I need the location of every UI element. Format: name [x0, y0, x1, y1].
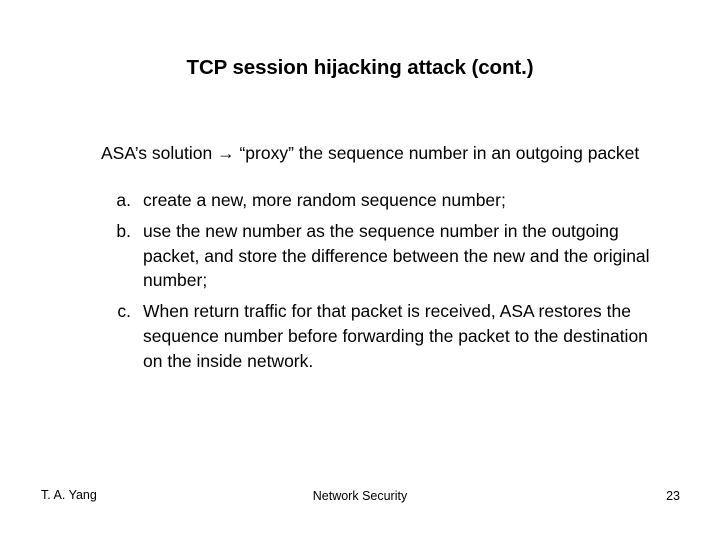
slide-body: ASA’s solution → “proxy” the sequence nu…	[101, 141, 671, 380]
sub-list: a. create a new, more random sequence nu…	[101, 188, 671, 374]
lead-paragraph: ASA’s solution → “proxy” the sequence nu…	[101, 141, 671, 166]
list-item-text: use the new number as the sequence numbe…	[143, 220, 650, 291]
list-item-marker: b.	[116, 220, 131, 241]
list-item: a. create a new, more random sequence nu…	[101, 188, 671, 213]
footer-center-label: Network Security	[312, 489, 408, 503]
list-item: b. use the new number as the sequence nu…	[101, 219, 671, 294]
slide-footer: T. A. Yang Network Security 23	[0, 488, 720, 540]
page-title: TCP session hijacking attack (cont.)	[186, 56, 534, 79]
list-item-text: When return traffic for that packet is r…	[143, 301, 648, 371]
list-item: c. When return traffic for that packet i…	[101, 299, 671, 374]
lead-paragraph-text: ASA’s solution → “proxy” the sequence nu…	[101, 143, 640, 163]
list-item-text: create a new, more random sequence numbe…	[143, 189, 506, 210]
list-item-marker: a.	[116, 189, 131, 210]
footer-author: T. A. Yang	[41, 488, 97, 502]
footer-page-number: 23	[666, 489, 680, 503]
list-item-marker: c.	[117, 301, 131, 322]
